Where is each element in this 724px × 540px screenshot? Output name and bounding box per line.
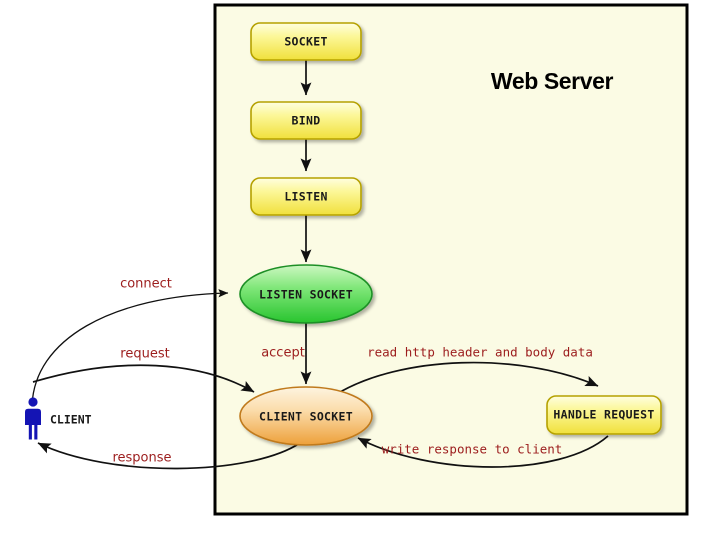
edge-label-connect: connect — [120, 277, 172, 292]
node-handle-request-label: HANDLE REQUEST — [553, 408, 654, 422]
node-handle-request-shape — [546, 395, 662, 435]
node-bind[interactable]: BIND — [250, 101, 362, 140]
node-listen-socket-label: LISTEN SOCKET — [259, 288, 353, 302]
page-title: Web Server — [491, 68, 614, 94]
edge-label-read-http-header-and-body-data: read http header and body data — [367, 345, 593, 360]
node-bind-label: BIND — [292, 114, 321, 128]
node-client-socket-shape — [239, 386, 373, 446]
edge-label-response: response — [112, 451, 171, 466]
actor-client-body-icon — [25, 408, 42, 440]
edge-handle-request-to-client-socket — [357, 435, 609, 468]
node-bind-shape — [250, 101, 362, 140]
edge-client-to-client-socket — [32, 364, 255, 393]
actor-client-label: CLIENT — [50, 413, 92, 427]
node-socket-shape — [250, 22, 362, 61]
edge-label-write-response-to-client: write response to client — [382, 442, 563, 457]
node-listen-label: LISTEN — [284, 190, 327, 204]
node-handle-request[interactable]: HANDLE REQUEST — [546, 395, 662, 435]
edge-label-accept: accept — [261, 346, 305, 361]
node-socket[interactable]: SOCKET — [250, 22, 362, 61]
edge-client-socket-to-client — [37, 442, 301, 470]
edge-client-to-listen-socket — [31, 289, 229, 407]
edge-label-request: request — [120, 347, 169, 362]
node-listen[interactable]: LISTEN — [250, 177, 362, 216]
node-listen-socket-shape — [239, 264, 373, 324]
actor-client-head-icon — [28, 397, 38, 407]
node-socket-label: SOCKET — [284, 35, 327, 49]
node-client-socket-label: CLIENT SOCKET — [259, 410, 353, 424]
node-client-socket[interactable]: CLIENT SOCKET — [239, 386, 373, 446]
actor-client[interactable]: CLIENT — [25, 397, 92, 440]
node-listen-shape — [250, 177, 362, 216]
node-listen-socket[interactable]: LISTEN SOCKET — [239, 264, 373, 324]
edge-client-socket-to-handle-request — [334, 361, 599, 396]
